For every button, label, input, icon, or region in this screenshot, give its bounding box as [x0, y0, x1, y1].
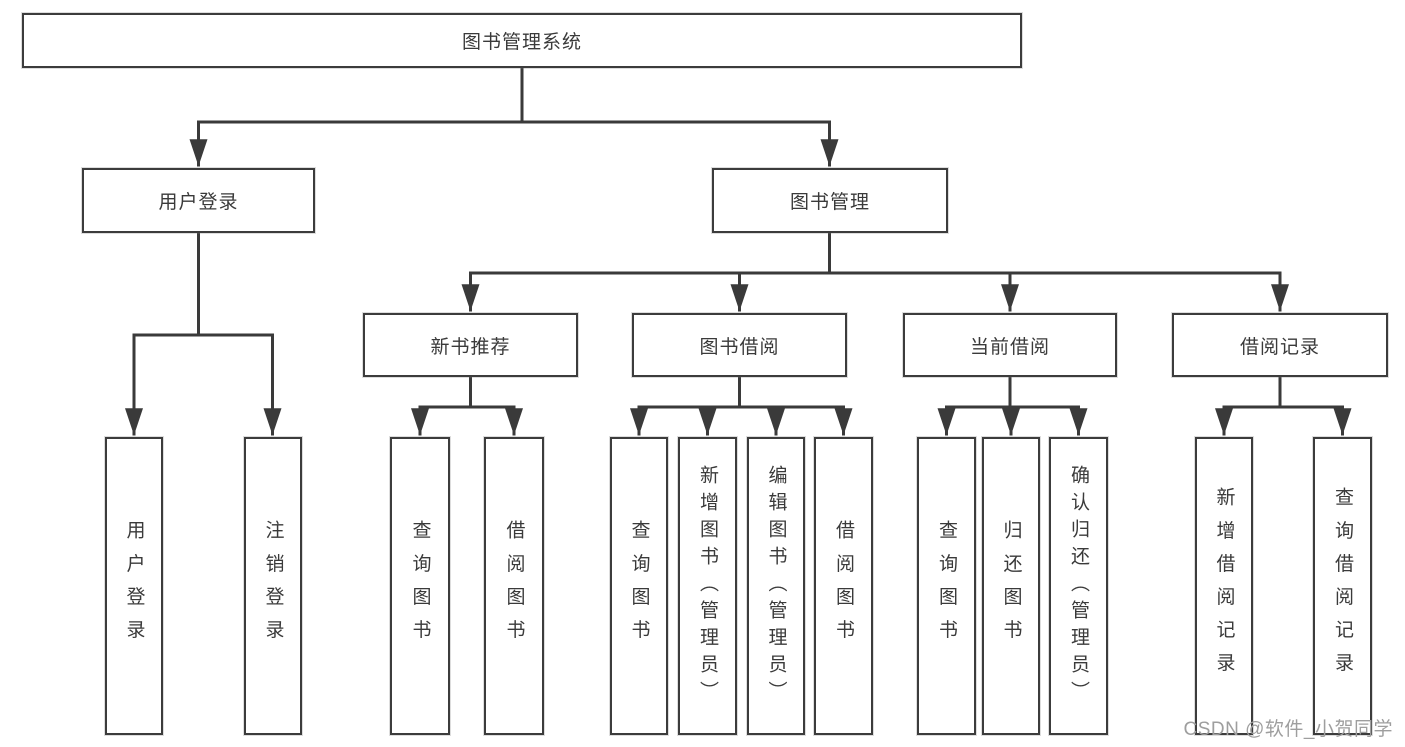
node-label: 当前借阅 [969, 336, 1050, 358]
node-label: 新增借阅记录 [1213, 486, 1235, 686]
node-cb-query-books: 查询图书 [917, 437, 976, 735]
node-leaf-logout: 注销登录 [244, 437, 302, 735]
node-nb-borrow-books: 借阅图书 [484, 437, 544, 735]
node-book-management: 图书管理 [712, 168, 948, 233]
node-label: 借阅图书 [503, 519, 525, 653]
node-label: 注销登录 [262, 519, 284, 653]
node-label: 确认归还（管理员） [1068, 464, 1089, 708]
node-label: 查询图书 [628, 519, 650, 653]
node-label: 用户登录 [158, 192, 239, 213]
node-br-query-record: 查询借阅记录 [1313, 437, 1372, 735]
node-label: 查询图书 [936, 519, 957, 653]
node-label: 图书管理 [789, 192, 870, 213]
node-bb-edit-books: 编辑图书（管理员） [747, 437, 805, 735]
node-borrow-records: 借阅记录 [1172, 313, 1388, 377]
node-label: 借阅记录 [1239, 336, 1320, 358]
node-cb-confirm-return: 确认归还（管理员） [1049, 437, 1108, 735]
node-cb-return-books: 归还图书 [982, 437, 1040, 735]
node-label: 新增图书（管理员） [697, 464, 718, 708]
node-label: 借阅图书 [833, 519, 854, 653]
node-new-book-recommend: 新书推荐 [363, 313, 578, 377]
node-label: 编辑图书（管理员） [765, 464, 787, 708]
node-label: 新书推荐 [430, 336, 511, 358]
node-user-login: 用户登录 [82, 168, 315, 233]
node-bb-query-books: 查询图书 [610, 437, 668, 735]
node-bb-add-books: 新增图书（管理员） [678, 437, 737, 735]
node-label: 查询图书 [409, 519, 431, 653]
node-book-management-system: 图书管理系统 [22, 13, 1022, 68]
node-label: 用户登录 [123, 519, 145, 653]
node-current-borrow: 当前借阅 [903, 313, 1117, 377]
watermark: CSDN @软件_小贺同学 [1183, 719, 1393, 740]
node-label: 图书借阅 [699, 336, 780, 358]
node-nb-query-books: 查询图书 [390, 437, 450, 735]
node-label: 归还图书 [1000, 519, 1022, 653]
node-book-borrow: 图书借阅 [632, 313, 847, 377]
node-br-add-record: 新增借阅记录 [1195, 437, 1253, 735]
node-label: 查询借阅记录 [1332, 486, 1353, 686]
node-label: 图书管理系统 [461, 32, 582, 53]
node-leaf-user-login: 用户登录 [105, 437, 163, 735]
node-bb-borrow-books: 借阅图书 [814, 437, 873, 735]
